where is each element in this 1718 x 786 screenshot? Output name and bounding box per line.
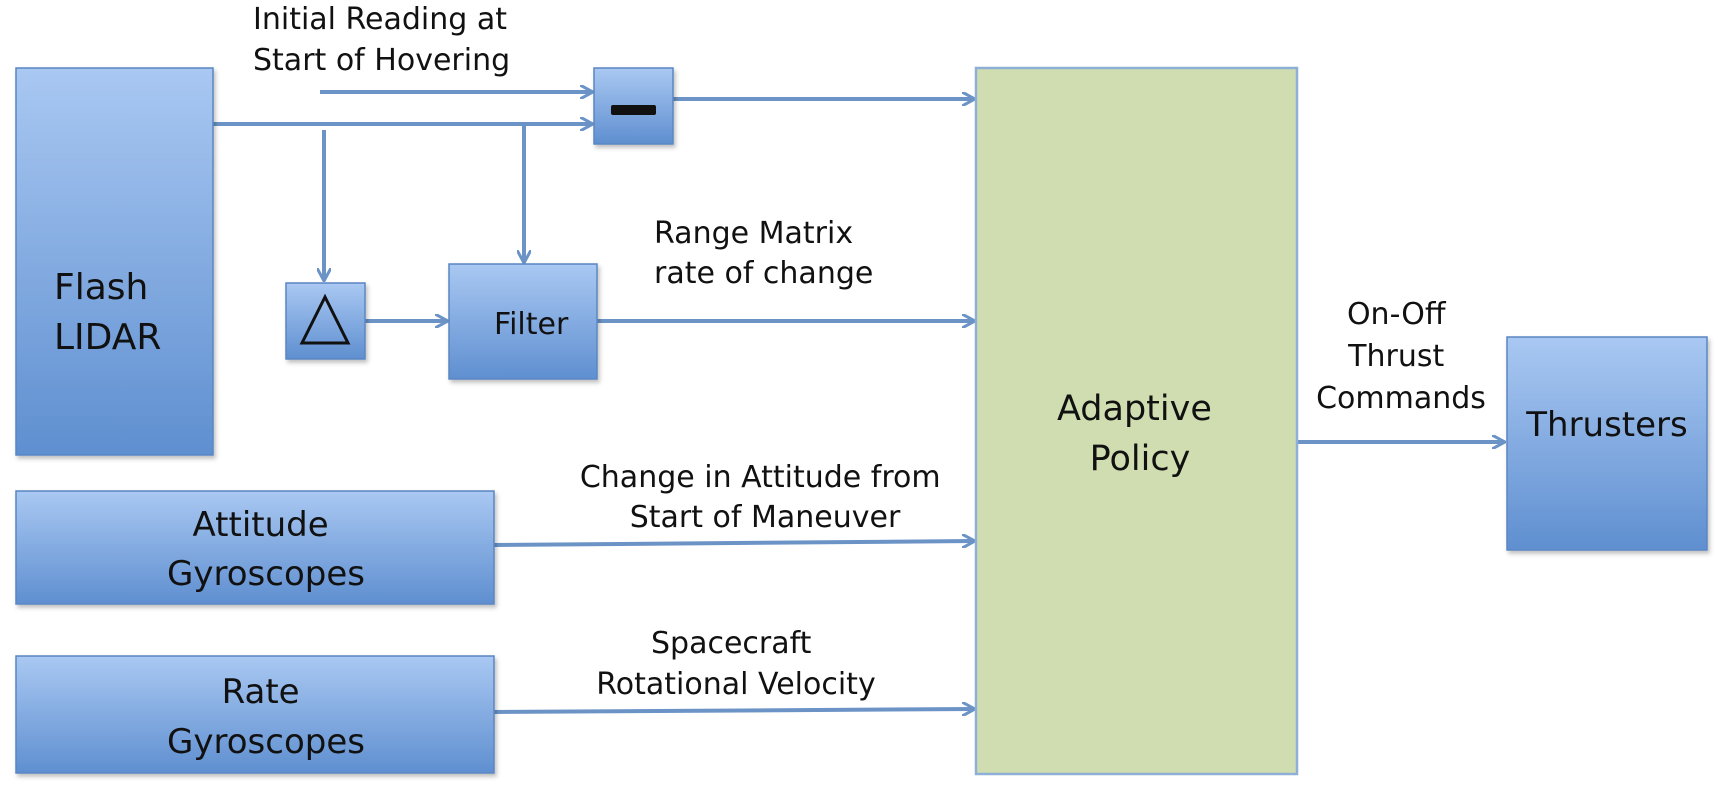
- initial-reading-line-2: Start of Hovering: [253, 43, 510, 78]
- attitude-gyroscopes-line-2: Gyroscopes: [167, 554, 365, 594]
- rotational-velocity-line-2: Rotational Velocity: [596, 667, 875, 702]
- initial-reading-line-1: Initial Reading at: [253, 2, 507, 37]
- flash-lidar-line-2: LIDAR: [54, 317, 161, 358]
- adaptive-policy-block: Adaptive Policy: [974, 66, 1299, 776]
- delta-icon: [299, 293, 351, 345]
- thrusters-label: Thrusters: [1525, 405, 1688, 445]
- flash-lidar-line-1: Flash: [54, 267, 148, 308]
- range-matrix-line-2: rate of change: [654, 256, 873, 291]
- attitude-change-line-1: Change in Attitude from: [580, 460, 941, 495]
- filter-block: Filter: [448, 263, 598, 380]
- thrust-commands-label: On-Off Thrust Commands: [1316, 297, 1486, 416]
- attitude-gyroscopes-line-1: Attitude: [193, 505, 329, 545]
- rate-gyroscopes-line-2: Gyroscopes: [167, 722, 365, 762]
- rate-gyroscopes-line-1: Rate: [222, 672, 300, 712]
- attitude-to-policy-arrow: [493, 541, 974, 545]
- adaptive-policy-line-2: Policy: [1090, 439, 1191, 479]
- thrust-commands-line-1: On-Off: [1347, 297, 1447, 332]
- svg-text:Rate Gyroscopes: Rate Gyroscopes: [167, 672, 365, 762]
- range-matrix-line-1: Range Matrix: [654, 216, 853, 251]
- svg-text:Flash LIDAR: Flash LIDAR: [54, 267, 161, 358]
- rotational-velocity-label: Spacecraft Rotational Velocity: [596, 626, 875, 702]
- svg-text:Attitude Gyroscopes: Attitude Gyroscopes: [167, 505, 365, 594]
- initial-reading-label: Initial Reading at Start of Hovering: [253, 2, 517, 78]
- thrust-commands-line-3: Commands: [1316, 381, 1486, 416]
- adaptive-policy-line-1: Adaptive: [1057, 389, 1212, 429]
- attitude-change-line-2: Start of Maneuver: [630, 500, 901, 535]
- connectors: [213, 92, 1504, 712]
- rotational-velocity-line-1: Spacecraft: [651, 626, 812, 661]
- range-matrix-label: Range Matrix rate of change: [654, 216, 873, 291]
- delta-block: [285, 282, 366, 360]
- minus-icon: [611, 105, 656, 115]
- thrust-commands-line-2: Thrust: [1347, 339, 1444, 374]
- filter-label: Filter: [494, 307, 569, 342]
- rate-gyroscopes-block: Rate Gyroscopes: [15, 655, 495, 774]
- attitude-gyroscopes-block: Attitude Gyroscopes: [15, 490, 495, 605]
- svg-text:Adaptive Policy: Adaptive Policy: [1057, 389, 1223, 479]
- flash-lidar-block: Flash LIDAR: [15, 67, 214, 456]
- subtract-block: [593, 67, 674, 145]
- thrusters-block: Thrusters: [1506, 336, 1708, 551]
- attitude-change-label: Change in Attitude from Start of Maneuve…: [580, 460, 950, 535]
- rate-to-policy-arrow: [493, 709, 974, 712]
